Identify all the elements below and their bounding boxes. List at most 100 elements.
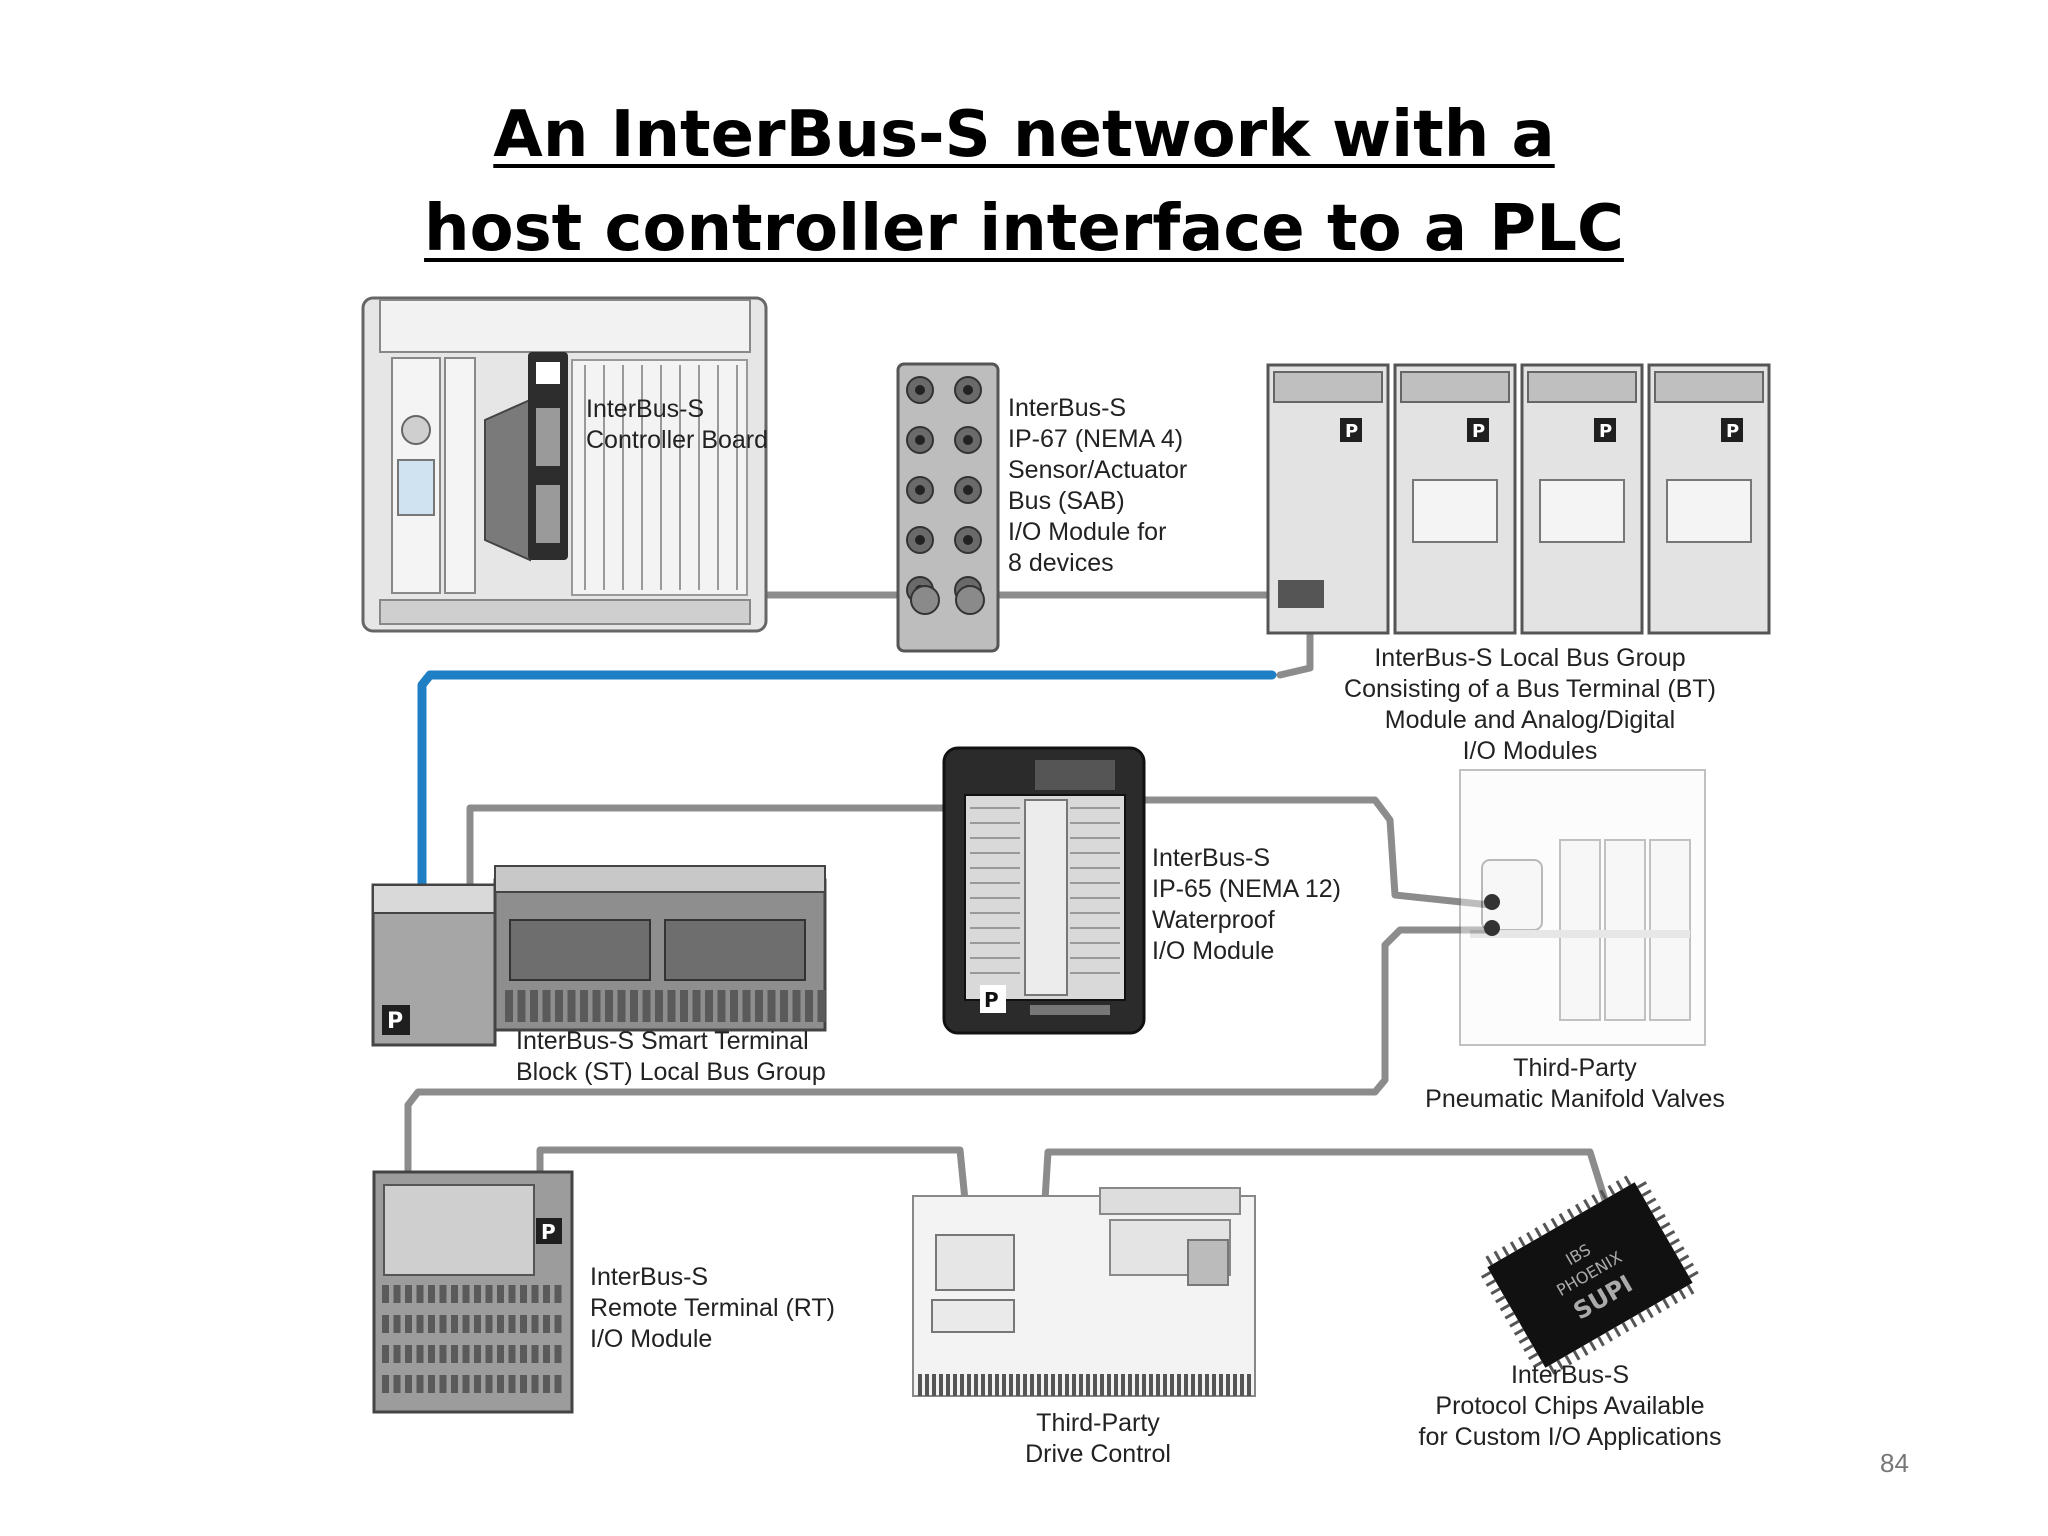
drive-pin <box>1135 1374 1139 1396</box>
chip-pin <box>1499 1303 1510 1312</box>
chip-pin <box>1641 1189 1652 1197</box>
st-terminal-tooth <box>817 990 826 1022</box>
drive-pin <box>1093 1374 1097 1396</box>
drive-pin <box>1037 1374 1041 1396</box>
rt-terminal <box>543 1315 550 1333</box>
title-line-1: An InterBus-S network with a <box>493 98 1555 172</box>
st-terminal-tooth <box>617 990 626 1022</box>
rt-terminal <box>382 1345 389 1363</box>
st-terminal-tooth <box>805 990 813 1022</box>
rt-terminal <box>416 1285 424 1303</box>
plc-rack <box>361 296 768 633</box>
chip-pin <box>1599 1189 1607 1200</box>
chip-pin <box>1493 1250 1502 1261</box>
drive-pin <box>1191 1374 1195 1396</box>
rt-terminal <box>531 1315 539 1333</box>
rt-terminal <box>520 1285 527 1303</box>
chip-pin <box>1526 1231 1534 1243</box>
chip-pin <box>1532 1360 1543 1369</box>
rt-terminal <box>474 1375 481 1393</box>
rt-terminal <box>508 1375 516 1393</box>
chip-pin <box>1564 1355 1573 1366</box>
label-remote-terminal: InterBus-S Remote Terminal (RT) I/O Modu… <box>590 1263 835 1353</box>
drive-pin <box>1156 1374 1160 1396</box>
drive-pin <box>1044 1374 1048 1396</box>
st-terminal-tooth <box>742 990 751 1022</box>
drive-pin <box>1058 1374 1062 1396</box>
chip-pin <box>1688 1270 1699 1279</box>
bus-module-top <box>1273 371 1383 403</box>
drive-pin <box>1219 1374 1223 1396</box>
drive-pin <box>1107 1374 1111 1396</box>
chip-pin <box>1517 1236 1526 1247</box>
bus-module-label-strip <box>1666 479 1752 543</box>
sab-port-pin <box>915 535 925 545</box>
plc-rack-slots <box>584 365 738 590</box>
svg-text:P: P <box>387 1009 403 1034</box>
chip-pin <box>1480 1271 1492 1279</box>
rt-terminal <box>462 1345 470 1363</box>
rt-terminal <box>543 1285 550 1303</box>
cable-st-to-ip65 <box>466 804 954 889</box>
rt-terminal <box>520 1315 527 1333</box>
chip-pin <box>1615 1180 1624 1191</box>
drive-pin <box>1212 1374 1216 1396</box>
rt-terminal <box>439 1345 447 1363</box>
svg-text:P: P <box>541 1220 556 1244</box>
chip-pin <box>1683 1262 1695 1271</box>
rt-terminal <box>416 1315 424 1333</box>
st-terminal-tooth <box>542 990 551 1022</box>
bus-module-top <box>1400 371 1510 403</box>
rt-terminal <box>428 1315 435 1333</box>
rt-terminal <box>520 1345 527 1363</box>
label-sab-module: InterBus-S IP-67 (NEMA 4) Sensor/Actuato… <box>1008 394 1188 577</box>
bus-module-logo <box>1467 418 1489 442</box>
bus-module-logo <box>1721 418 1743 442</box>
st-terminal-tooth <box>667 990 676 1022</box>
rt-terminal <box>405 1345 412 1363</box>
drive-pin <box>939 1374 943 1396</box>
bus-module-label-strip <box>1412 479 1498 543</box>
rt-terminal <box>428 1285 435 1303</box>
drive-pin <box>974 1374 978 1396</box>
chip-pin <box>1550 1217 1559 1228</box>
drive-pin <box>918 1374 922 1396</box>
rt-terminal <box>382 1285 389 1303</box>
rt-terminal <box>531 1285 539 1303</box>
protocol-chip: IBS PHOENIX SUPI <box>1480 1175 1699 1375</box>
st-terminal-tooth <box>755 990 763 1022</box>
drive-pin <box>1233 1374 1237 1396</box>
chip-pin <box>1654 1303 1662 1314</box>
rt-terminal <box>405 1315 412 1333</box>
sab-port-pin <box>915 435 925 445</box>
label-manifold-valves: Third-Party Pneumatic Manifold Valves <box>1425 1054 1725 1113</box>
rt-terminal <box>439 1315 447 1333</box>
chip-pin <box>1501 1245 1510 1257</box>
chip-pin <box>1646 1197 1657 1206</box>
rt-terminal <box>428 1375 435 1393</box>
rt-terminal <box>474 1315 481 1333</box>
chip-pin <box>1556 1359 1565 1370</box>
chip-pin <box>1679 1254 1690 1263</box>
sab-port-pin <box>915 485 925 495</box>
rt-terminal <box>416 1345 424 1363</box>
chip-pin <box>1670 1293 1679 1305</box>
sab-port-pin <box>963 385 973 395</box>
drive-pin <box>995 1374 999 1396</box>
rt-terminal <box>382 1375 389 1393</box>
chip-pin <box>1527 1352 1539 1361</box>
chip-pin <box>1566 1208 1575 1219</box>
label-controller-board: InterBus-S Controller Board <box>586 395 769 454</box>
st-terminal-tooth <box>680 990 688 1022</box>
rt-terminal <box>382 1315 389 1333</box>
chip-pin <box>1558 1213 1567 1224</box>
chip-pin <box>1534 1227 1542 1238</box>
rt-terminal <box>543 1375 550 1393</box>
drive-pin <box>981 1374 985 1396</box>
chip-pin <box>1572 1350 1581 1361</box>
bus-module-top <box>1527 371 1637 403</box>
chip-pin <box>1650 1205 1662 1214</box>
chip-pin <box>1636 1181 1648 1189</box>
rt-terminal <box>393 1315 401 1333</box>
